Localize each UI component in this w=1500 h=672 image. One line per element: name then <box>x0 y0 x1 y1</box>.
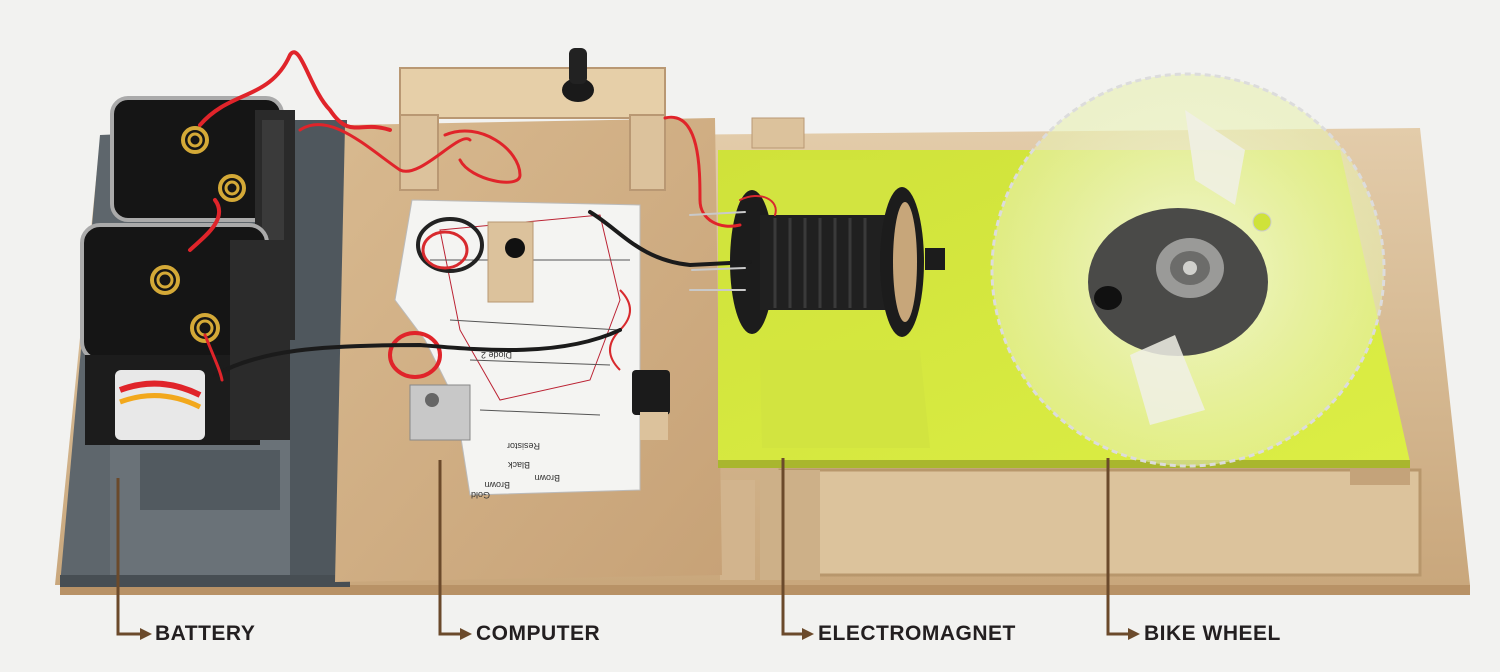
electromagnet-callout-arrow <box>802 628 814 640</box>
callouts <box>116 458 1140 640</box>
battery-callout-arrow <box>140 628 152 640</box>
resistor-label: Resistor <box>507 441 540 451</box>
black-label: Black <box>507 460 530 470</box>
battery-springs <box>150 126 246 343</box>
bike-wheel-callout-arrow <box>1128 628 1140 640</box>
battery-callout-line <box>116 478 140 636</box>
gold-label: Gold <box>471 490 490 500</box>
brown-label-2: Brown <box>484 480 510 490</box>
battery-label: BATTERY <box>155 622 256 645</box>
diode-label: Diode 2 <box>481 350 512 360</box>
computer-label: COMPUTER <box>476 622 601 645</box>
bike-wheel-label: BIKE WHEEL <box>1144 622 1281 645</box>
wires <box>188 50 777 382</box>
batteries <box>80 96 295 445</box>
electromagnet-label: ELECTROMAGNET <box>818 622 1016 645</box>
computer-callout-line <box>438 460 460 636</box>
computer-callout-arrow <box>460 628 472 640</box>
bike-wheel-disc <box>990 72 1386 468</box>
electromagnet-coil <box>730 187 945 337</box>
switch-box <box>399 48 666 191</box>
bike-wheel-callout-line <box>1106 458 1128 636</box>
circuit-components <box>388 217 670 441</box>
brown-label-1: Brown <box>534 473 560 483</box>
electromagnet-callout-line <box>781 458 802 636</box>
battery-bottom <box>80 223 290 445</box>
